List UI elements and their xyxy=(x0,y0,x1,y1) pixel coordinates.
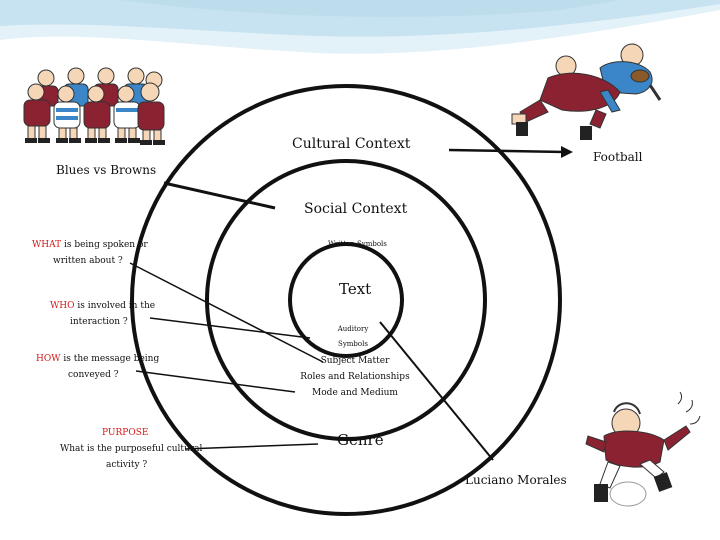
kicking-player-illustration xyxy=(586,392,700,506)
cultural-context-label: Cultural Context xyxy=(292,136,410,152)
who-text: is involved in the xyxy=(74,301,155,311)
genre-label: Genre xyxy=(337,431,384,449)
what-text: is being spoken or xyxy=(61,240,148,250)
text-label: Text xyxy=(339,280,371,298)
purpose-keyword: PURPOSE xyxy=(60,425,202,441)
how-question: HOW is the message being conveyed ? xyxy=(36,351,159,383)
who-line-2: interaction ? xyxy=(50,314,155,330)
purpose-line-2: What is the purposeful cultural xyxy=(60,441,202,457)
rugby-tackle-illustration xyxy=(512,44,660,140)
social-context-label: Social Context xyxy=(304,201,407,217)
auditory-line-2: Symbols xyxy=(333,337,373,352)
who-keyword: WHO xyxy=(50,301,74,311)
subject-matter-text: Subject Matter xyxy=(300,353,410,369)
purpose-line xyxy=(185,444,318,449)
what-question: WHAT is being spoken or written about ? xyxy=(32,237,148,269)
purpose-question: PURPOSE What is the purposeful cultural … xyxy=(60,425,202,473)
who-line xyxy=(150,318,310,338)
who-question: WHO is involved in the interaction ? xyxy=(50,298,155,330)
what-keyword: WHAT xyxy=(32,240,61,250)
blues-vs-browns-label: Blues vs Browns xyxy=(56,163,156,177)
football-arrow-line xyxy=(449,150,565,152)
top-wave-decoration xyxy=(0,0,720,54)
roles-relationships-text: Roles and Relationships xyxy=(300,369,410,385)
football-arrowhead xyxy=(561,146,573,158)
how-line-2: conveyed ? xyxy=(36,367,159,383)
what-line-2: written about ? xyxy=(32,253,148,269)
mode-medium-text: Mode and Medium xyxy=(300,385,410,401)
how-line xyxy=(136,371,295,392)
blues-vs-browns-line xyxy=(164,183,275,208)
connector-lines xyxy=(130,146,573,460)
purpose-line-3: activity ? xyxy=(60,457,202,473)
genre-elements-label: Subject Matter Roles and Relationships M… xyxy=(300,353,410,401)
auditory-line-1: Auditory xyxy=(333,322,373,337)
how-text: is the message being xyxy=(60,354,159,364)
auditory-symbols-label: Auditory Symbols xyxy=(333,322,373,352)
written-symbols-label: Written Symbols xyxy=(328,240,387,248)
football-label: Football xyxy=(593,150,642,164)
how-keyword: HOW xyxy=(36,354,60,364)
luciano-morales-label: Luciano Morales xyxy=(465,473,567,487)
team-group-illustration xyxy=(24,68,165,145)
